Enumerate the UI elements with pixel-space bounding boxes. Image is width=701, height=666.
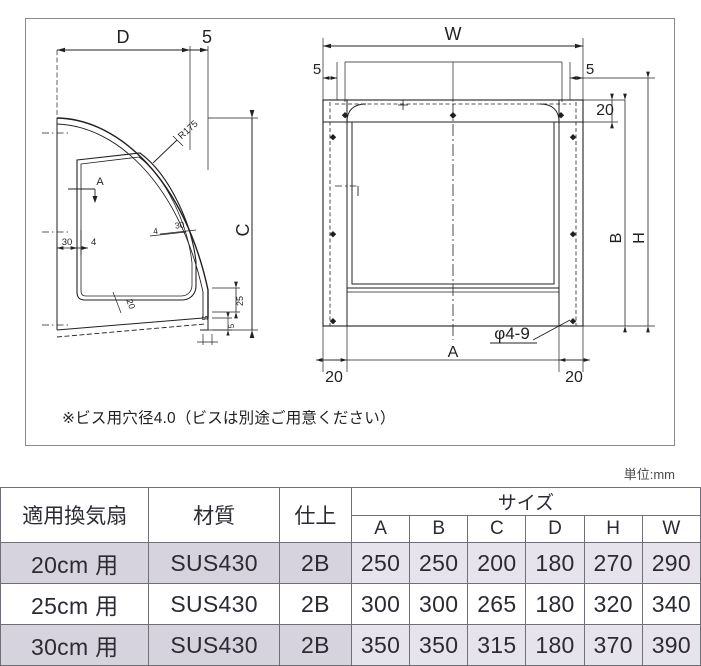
spec-table-head: 適用換気扇 材質 仕上 サイズ A B C D H W <box>0 487 701 543</box>
cell-finish: 2B <box>278 624 352 666</box>
col-header-size-w: W <box>641 515 701 543</box>
cell-size-w: 340 <box>641 583 701 625</box>
cell-material: SUS430 <box>148 583 280 625</box>
col-header-size-h: H <box>583 515 643 543</box>
col-header-size-group: サイズ <box>350 487 701 516</box>
cell-size-d: 180 <box>525 624 585 666</box>
cell-finish: 2B <box>278 542 352 584</box>
cell-size-d: 180 <box>525 583 585 625</box>
cell-size-a: 350 <box>350 624 411 666</box>
cell-fan: 20cm 用 <box>0 542 150 584</box>
spec-table-container: 適用換気扇 材質 仕上 サイズ A B C D H W 20cm 用 SUS43… <box>0 487 701 666</box>
table-row: 30cm 用 SUS430 2B 350 350 315 180 370 390 <box>0 624 701 666</box>
col-header-size-a: A <box>350 515 411 543</box>
col-header-size-c: C <box>467 515 527 543</box>
cell-size-b: 250 <box>409 542 469 584</box>
unit-label: 単位:mm <box>623 467 675 482</box>
col-header-material: 材質 <box>148 487 280 543</box>
table-header-row-top: 適用換気扇 材質 仕上 サイズ <box>0 487 701 543</box>
cell-size-h: 270 <box>583 542 643 584</box>
cell-size-a: 250 <box>350 542 411 584</box>
col-header-size-b: B <box>409 515 469 543</box>
cell-size-b: 300 <box>409 583 469 625</box>
col-header-finish: 仕上 <box>278 487 352 543</box>
screw-hole-note: ※ビス用穴径4.0（ビスは別途ご用意ください） <box>62 410 396 427</box>
col-header-size-d: D <box>525 515 585 543</box>
cell-size-w: 290 <box>641 542 701 584</box>
cell-finish: 2B <box>278 583 352 625</box>
cell-fan: 30cm 用 <box>0 624 150 666</box>
cell-material: SUS430 <box>148 542 280 584</box>
table-header-row-sub: A B C D H W <box>1 515 701 543</box>
col-header-fan: 適用換気扇 <box>0 487 150 543</box>
cell-fan: 25cm 用 <box>0 583 150 625</box>
table-row: 25cm 用 SUS430 2B 300 300 265 180 320 340 <box>0 583 701 625</box>
cell-size-w: 390 <box>641 624 701 666</box>
table-row: 20cm 用 SUS430 2B 250 250 200 180 270 290 <box>0 542 701 584</box>
spec-table: 適用換気扇 材質 仕上 サイズ A B C D H W 20cm 用 SUS43… <box>0 487 701 666</box>
cell-material: SUS430 <box>148 624 280 666</box>
cell-size-c: 315 <box>467 624 527 666</box>
drawing-frame <box>25 18 675 446</box>
cell-size-h: 370 <box>583 624 643 666</box>
cell-size-a: 300 <box>350 583 411 625</box>
spec-table-body: 20cm 用 SUS430 2B 250 250 200 180 270 290… <box>0 542 701 666</box>
cell-size-c: 200 <box>467 542 527 584</box>
cell-size-h: 320 <box>583 583 643 625</box>
cell-size-c: 265 <box>467 583 527 625</box>
cell-size-d: 180 <box>525 542 585 584</box>
cell-size-b: 350 <box>409 624 469 666</box>
